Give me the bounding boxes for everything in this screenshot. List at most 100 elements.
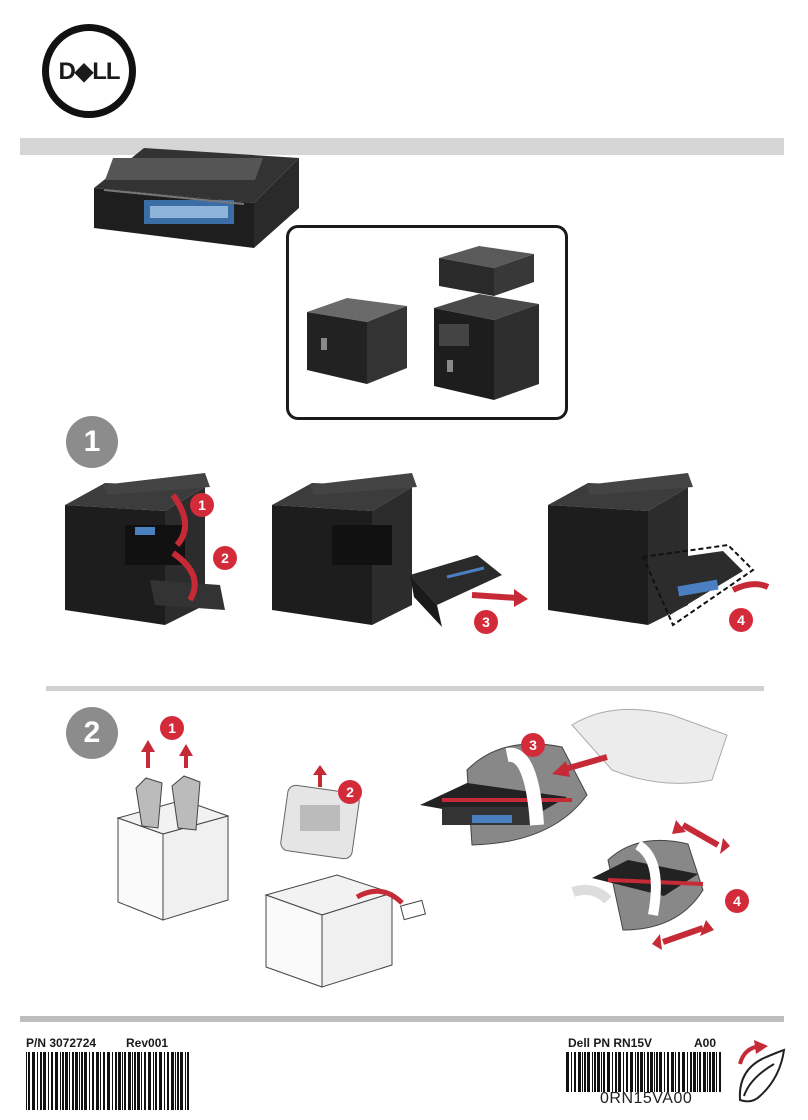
barcode-bar <box>79 1052 80 1110</box>
step-1-label: 1 <box>83 425 101 458</box>
barcode-bar <box>654 1052 655 1092</box>
compatible-printers-box <box>286 225 568 420</box>
barcode-bar <box>675 1052 676 1092</box>
barcode-bar <box>644 1052 645 1092</box>
barcode-bar <box>128 1052 131 1110</box>
barcode-bar <box>171 1052 174 1110</box>
step2-callout-1: 1 <box>160 716 184 740</box>
barcode-bar <box>712 1052 715 1092</box>
barcode-bar <box>656 1052 658 1092</box>
step1-remove-imaging-unit <box>538 465 778 640</box>
barcode-bar <box>623 1052 624 1092</box>
barcode-bar <box>626 1052 628 1092</box>
barcode-bar <box>107 1052 110 1110</box>
barcode-bar <box>144 1052 146 1110</box>
barcode-bar <box>96 1052 99 1110</box>
barcode-bar <box>647 1052 649 1092</box>
barcode-bar <box>566 1052 569 1092</box>
barcode-bar <box>137 1052 140 1110</box>
step1-callout-4: 4 <box>729 608 753 632</box>
barcode-bar <box>28 1052 30 1110</box>
barcode-bar <box>132 1052 133 1110</box>
barcode-bar <box>148 1052 151 1110</box>
step1-remove-toner <box>262 465 532 640</box>
step2-callout-2: 2 <box>338 780 362 804</box>
barcode-bar <box>640 1052 643 1092</box>
dell-part-number: Dell PN RN15V <box>568 1036 653 1050</box>
barcode-bar <box>650 1052 653 1092</box>
barcode-bar <box>51 1052 53 1110</box>
recycle-return-icon <box>730 1038 788 1110</box>
barcode-bar <box>667 1052 669 1092</box>
barcode-bar <box>92 1052 94 1110</box>
barcode-bar <box>574 1052 576 1092</box>
barcode-bar <box>55 1052 58 1110</box>
step2-remove-bag <box>412 695 742 855</box>
step-2-badge: 2 <box>66 707 118 759</box>
barcode-bar <box>65 1052 68 1110</box>
barcode-bar <box>89 1052 90 1110</box>
barcode-bar <box>81 1052 83 1110</box>
barcode-bar <box>693 1052 696 1092</box>
barcode-bar <box>690 1052 692 1092</box>
barcode-bar <box>594 1052 596 1092</box>
barcode-bar <box>707 1052 708 1092</box>
barcode-bar <box>60 1052 61 1110</box>
barcode-bar <box>592 1052 593 1092</box>
barcode-bar <box>659 1052 662 1092</box>
barcode-bar <box>671 1052 674 1092</box>
barcode-bar <box>618 1052 621 1092</box>
barcode-bar <box>615 1052 617 1092</box>
barcode-bar <box>699 1052 701 1092</box>
callout-text: 2 <box>221 550 229 566</box>
barcode-bar <box>103 1052 105 1110</box>
callout-text: 1 <box>168 720 176 736</box>
barcode-bar <box>180 1052 183 1110</box>
barcode-bar <box>164 1052 165 1110</box>
barcode-bar <box>26 1052 27 1110</box>
barcode-bar <box>118 1052 121 1110</box>
dell-logo: D◆LL <box>42 24 136 118</box>
step-2-label: 2 <box>83 716 101 749</box>
barcode-bar <box>72 1052 74 1110</box>
barcode-bar <box>115 1052 117 1110</box>
barcode-bar <box>37 1052 38 1110</box>
barcode-bar <box>682 1052 685 1092</box>
barcode-bar <box>582 1052 583 1092</box>
barcode-bar <box>607 1052 610 1092</box>
dell-revision: A00 <box>694 1036 717 1050</box>
barcode-bar <box>167 1052 169 1110</box>
barcode-bar <box>597 1052 600 1092</box>
barcode-caption: 0RN15VA00 <box>600 1090 693 1107</box>
step2-callout-3: 3 <box>521 733 545 757</box>
barcode-bar <box>48 1052 49 1110</box>
barcode-bar <box>635 1052 636 1092</box>
step1-callout-1: 1 <box>190 493 214 517</box>
step1-callout-2: 2 <box>213 546 237 570</box>
imaging-unit-illustration <box>84 128 304 258</box>
barcode-bar <box>69 1052 70 1110</box>
barcode-bar <box>664 1052 665 1092</box>
barcode-bar <box>612 1052 613 1092</box>
barcode-bar <box>177 1052 179 1110</box>
barcode-bar <box>84 1052 87 1110</box>
barcode-bar <box>62 1052 64 1110</box>
dell-logo-text: D◆LL <box>58 57 120 85</box>
barcode-bar <box>678 1052 680 1092</box>
barcode-bar <box>75 1052 78 1110</box>
barcode-bar <box>32 1052 35 1110</box>
barcode-bar <box>601 1052 602 1092</box>
part-number: P/N 3072724 <box>26 1036 97 1050</box>
barcode-bar <box>709 1052 711 1092</box>
step1-callout-3: 3 <box>474 610 498 634</box>
left-barcode <box>26 1052 190 1110</box>
barcode-bar <box>578 1052 581 1092</box>
barcode-bar <box>584 1052 586 1092</box>
barcode-bar <box>134 1052 136 1110</box>
header-rule <box>20 138 784 155</box>
barcode-bar <box>571 1052 572 1092</box>
step2-shake-unit <box>568 820 738 955</box>
barcode-bar <box>185 1052 186 1110</box>
barcode-bar <box>716 1052 717 1092</box>
barcode-bar <box>43 1052 46 1110</box>
